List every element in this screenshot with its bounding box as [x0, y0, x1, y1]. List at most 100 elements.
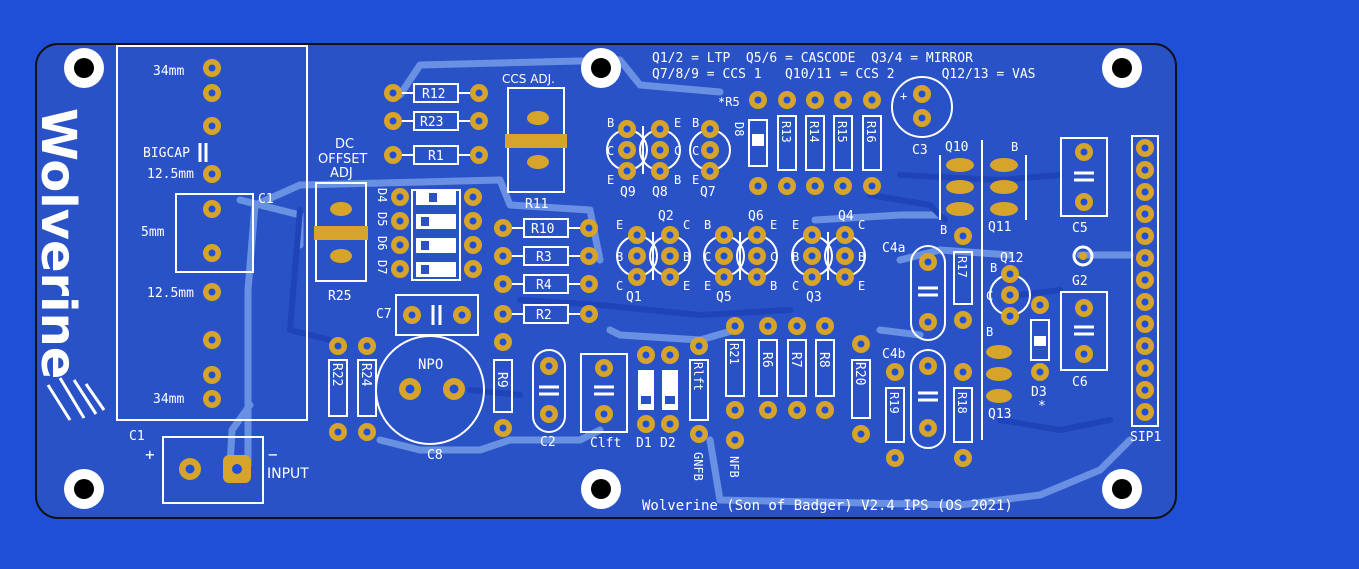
label-d1: D1 — [636, 436, 652, 451]
label-d7: D7 — [375, 260, 389, 274]
brand-logo: Wolverine — [30, 108, 86, 379]
label-c1-right: C1 — [258, 192, 274, 207]
pin-b: B — [616, 250, 623, 264]
c1-outline — [175, 193, 254, 273]
diode-d8 — [748, 91, 768, 195]
label-c2: C2 — [540, 435, 556, 450]
pin-b: B — [1011, 140, 1018, 154]
svg-text:R10: R10 — [531, 222, 554, 237]
legend-line-2: Q7/8/9 = CCS 1 Q10/11 = CCS 2 Q12/13 = V… — [652, 67, 1036, 82]
pin-b: B — [683, 250, 690, 264]
resistor-r3: R3 — [494, 246, 598, 266]
pin-b: B — [986, 325, 993, 339]
resistor-rlft: Rlft — [689, 337, 709, 443]
clft-outline — [580, 353, 628, 433]
svg-text:R6: R6 — [759, 352, 774, 368]
pin-b: B — [770, 279, 777, 293]
c4a-outline — [910, 245, 946, 341]
svg-text:R21: R21 — [727, 343, 741, 365]
svg-text:R13: R13 — [779, 121, 793, 143]
label-npo: NPO — [418, 357, 443, 373]
label-c4b: C4b — [882, 347, 906, 362]
transistor-q8 — [639, 120, 681, 180]
pin-b: B — [940, 223, 947, 237]
svg-text:R9: R9 — [494, 372, 509, 388]
svg-text:Rlft: Rlft — [691, 362, 705, 391]
resistor-r20: R20 — [851, 335, 871, 443]
svg-text:R7: R7 — [788, 352, 803, 368]
label-adj: ADJ — [330, 166, 353, 181]
pin-b: B — [858, 250, 865, 264]
transistor-q10 — [946, 158, 974, 216]
svg-text:R20: R20 — [852, 362, 867, 385]
label-d3: D3 — [1031, 385, 1047, 400]
label-nfb: NFB — [727, 456, 741, 478]
svg-text:R14: R14 — [807, 121, 821, 143]
pin-c: C — [704, 250, 711, 264]
label-34mm-bot: 34mm — [153, 392, 184, 407]
label-12-5mm-b: 12.5mm — [147, 286, 194, 301]
c3-outline — [891, 76, 953, 138]
pin-c: C — [683, 218, 690, 232]
wolverine-claw-icon — [46, 377, 106, 421]
c6-outline — [1060, 291, 1108, 371]
label-q1: Q1 — [626, 290, 642, 305]
resistor-r9: R9 — [493, 333, 513, 437]
pin-e: E — [692, 173, 699, 187]
transistor-q5 — [703, 226, 745, 286]
label-c6: C6 — [1072, 375, 1088, 390]
resistor-r23: R23 — [384, 111, 488, 131]
transistor-q2 — [649, 226, 691, 286]
label-q5: Q5 — [716, 290, 732, 305]
transistor-q12 — [989, 265, 1031, 325]
pin-e: E — [607, 173, 614, 187]
svg-text:R16: R16 — [864, 121, 878, 143]
label-d2: D2 — [660, 436, 676, 451]
pin-c: C — [607, 144, 614, 158]
resistor-r15: R15 — [833, 91, 853, 195]
resistor-r7: R7 — [787, 317, 807, 419]
pin-c: C — [858, 218, 865, 232]
label-12-5mm-a: 12.5mm — [147, 167, 194, 182]
label-minus: − — [268, 445, 278, 464]
pin-b: B — [792, 250, 799, 264]
pin-e: E — [674, 116, 681, 130]
c2-outline — [532, 349, 566, 433]
resistor-r18: R18 — [953, 363, 973, 467]
svg-text:R15: R15 — [835, 121, 849, 143]
sip1-header — [1131, 135, 1159, 427]
pin-b: B — [607, 116, 614, 130]
pin-b: B — [692, 116, 699, 130]
pin-c: C — [986, 289, 993, 303]
svg-text:R17: R17 — [955, 256, 969, 278]
pin-c: C — [770, 250, 777, 264]
label-gnfb: GNFB — [691, 452, 705, 481]
resistor-r6: R6 — [758, 317, 778, 419]
label-d8: D8 — [732, 122, 746, 136]
label-q3: Q3 — [806, 290, 822, 305]
label-sip1: SIP1 — [1130, 430, 1161, 445]
resistor-r8: R8 — [815, 317, 835, 419]
pin-c: C — [674, 144, 681, 158]
label-r25: R25 — [328, 289, 351, 304]
svg-text:R1: R1 — [428, 149, 444, 164]
pin-b: B — [990, 261, 997, 275]
bigcap-outline — [116, 45, 308, 421]
pin-b: B — [674, 173, 681, 187]
label-g2: G2 — [1072, 274, 1088, 289]
pin-e: E — [683, 279, 690, 293]
input-connector — [162, 436, 264, 504]
pin-e: E — [792, 218, 799, 232]
pin-c: C — [792, 279, 799, 293]
label-r11: R11 — [525, 197, 548, 212]
label-q6: Q6 — [748, 209, 764, 224]
resistor-r2: R2 — [494, 304, 598, 324]
label-r5: *R5 — [718, 95, 740, 109]
resistor-r24: R24 — [357, 337, 377, 441]
label-c3-plus: + — [900, 89, 907, 103]
pin-b: B — [704, 218, 711, 232]
label-q13: Q13 — [988, 407, 1011, 422]
label-5mm: 5mm — [141, 225, 165, 240]
svg-text:R22: R22 — [329, 363, 344, 386]
label-dc: DC — [335, 137, 354, 152]
